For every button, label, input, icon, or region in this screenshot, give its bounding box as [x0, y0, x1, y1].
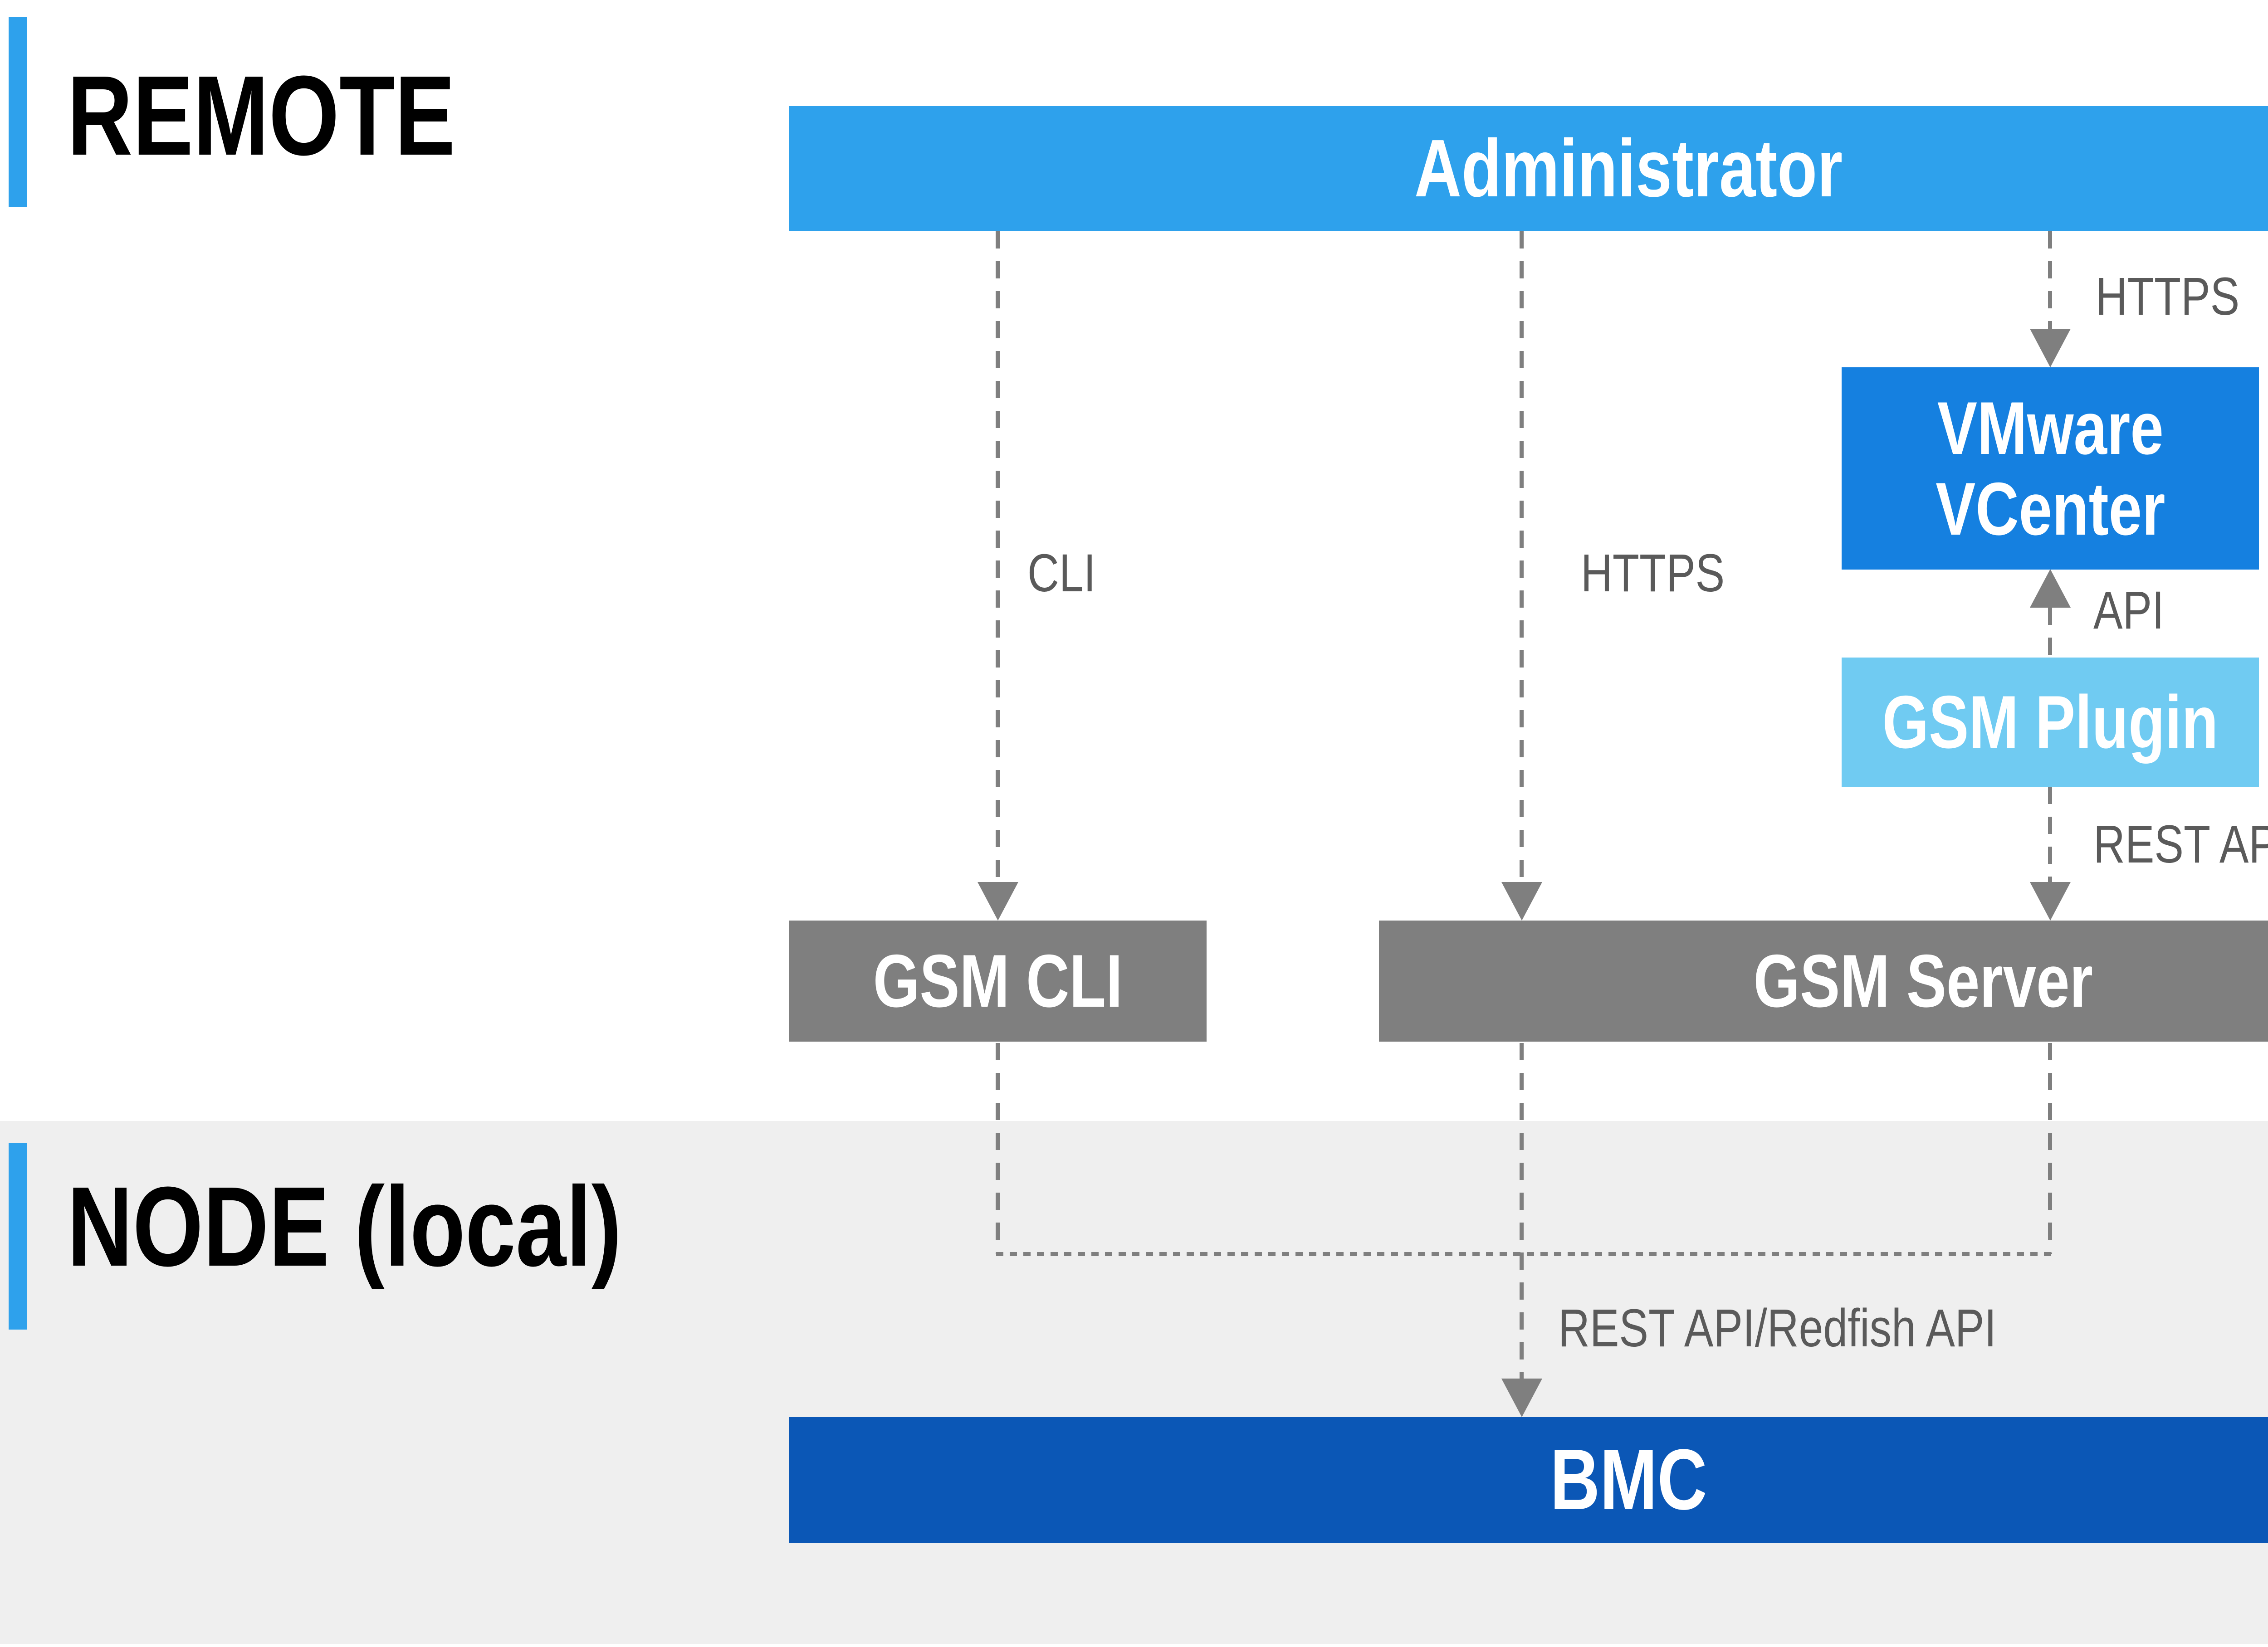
bmc-node-label: BMC [1549, 1432, 1707, 1528]
vmware-line1: VMware [1937, 386, 2164, 470]
bmc-node: BMC [789, 1417, 2268, 1543]
edge-label-api: API [2093, 580, 2164, 640]
edge-label-https-server: HTTPS [1581, 543, 1725, 603]
edge-label-cli: CLI [1027, 543, 1096, 603]
gsm-plugin-node: GSM Plugin [1842, 658, 2259, 787]
gsm-server-node: GSM Server [1379, 921, 2268, 1042]
cli-connector-line [996, 231, 1000, 884]
https-server-connector-line [1520, 231, 1524, 884]
https-vcenter-connector-line [2048, 231, 2052, 331]
api-connector-line [2048, 608, 2052, 657]
arrow-down-icon [2030, 329, 2071, 367]
remote-accent-bar [9, 17, 27, 207]
gsm-cli-node: GSM CLI [789, 921, 1207, 1042]
edge-label-rest-redfish-api: REST API/Redfish API [1558, 1298, 1997, 1358]
node-accent-bar [9, 1143, 27, 1330]
arrow-down-icon [1501, 882, 1542, 921]
node-zone-title: NODE (local) [67, 1163, 622, 1290]
administrator-node-label: Administrator [1414, 122, 1843, 214]
arrow-down-icon [978, 882, 1018, 921]
vmware-line2: VCenter [1935, 467, 2165, 551]
arrow-down-icon [2030, 882, 2071, 921]
gsm-cli-node-label: GSM CLI [873, 939, 1123, 1023]
administrator-node: Administrator [789, 106, 2268, 231]
merge-connector-line [996, 1252, 2053, 1256]
gsm-plugin-node-label: GSM Plugin [1882, 680, 2219, 764]
arrow-up-icon [2030, 569, 2071, 608]
node-local-zone [0, 1121, 2268, 1644]
rest-api-connector-line [2048, 787, 2052, 884]
bmc-connector-line [1520, 1043, 1524, 1379]
gsm-cli-down-connector-line [996, 1043, 1000, 1254]
arrow-down-icon [1501, 1379, 1542, 1417]
edge-label-rest-api: REST API [2093, 814, 2268, 874]
gsm-server-node-label: GSM Server [1753, 939, 2093, 1023]
remote-zone-title: REMOTE [67, 52, 455, 179]
edge-label-https-vcenter: HTTPS [2096, 267, 2240, 326]
gsm-server-down-connector-line [2048, 1043, 2052, 1254]
